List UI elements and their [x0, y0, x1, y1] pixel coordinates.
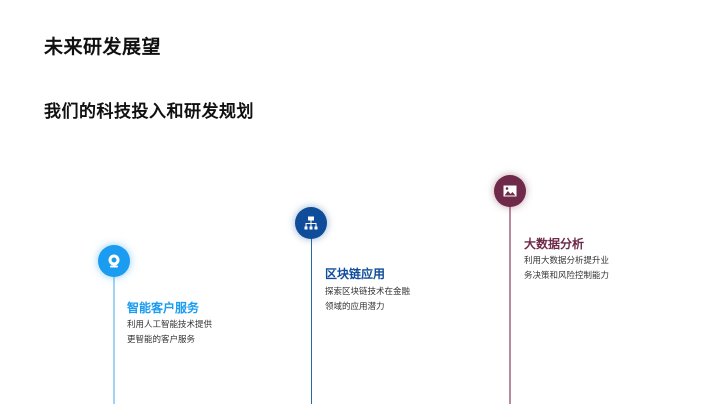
- timeline-item-title: 区块链应用: [325, 267, 386, 281]
- timeline-item-description: 探索区块链技术在金融 领域的应用潜力: [325, 287, 411, 312]
- timeline-line: [310, 238, 312, 404]
- page-title: 未来研发展望: [44, 36, 162, 58]
- timeline-node: [494, 175, 526, 207]
- timeline-line: [509, 206, 511, 404]
- sitemap-icon: [304, 216, 318, 230]
- timeline-node: [98, 245, 130, 277]
- image-icon: [503, 185, 517, 197]
- webcam-icon: [108, 254, 120, 268]
- timeline-item-description: 利用人工智能技术提供 更智能的客户服务: [127, 320, 213, 345]
- page-subtitle: 我们的科技投入和研发规划: [44, 102, 254, 122]
- timeline-node: [295, 207, 327, 239]
- timeline-item-title: 智能客户服务: [127, 301, 200, 315]
- timeline-line: [113, 276, 115, 404]
- timeline-item-title: 大数据分析: [524, 237, 585, 251]
- timeline-item-description: 利用大数据分析提升业 务决策和风险控制能力: [524, 256, 610, 281]
